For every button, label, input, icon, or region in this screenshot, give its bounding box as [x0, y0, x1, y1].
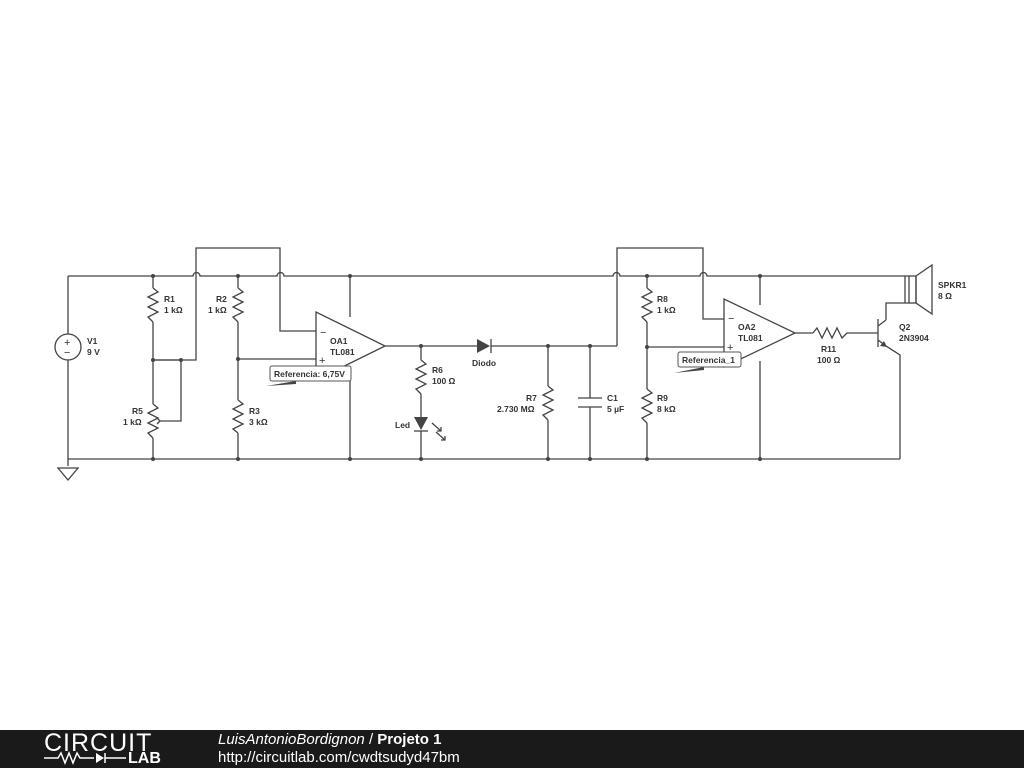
author-link[interactable]: LuisAntonioBordignon: [218, 731, 365, 748]
r1-value: 1 kΩ: [164, 305, 183, 315]
oa1-name: OA1: [330, 336, 348, 346]
resistor-r7[interactable]: R7 2.730 MΩ: [497, 385, 555, 421]
reference-tag-1-label: Referencia: 6,75V: [274, 369, 345, 379]
spkr1-value: 8 Ω: [938, 291, 952, 301]
svg-text:−: −: [64, 347, 70, 359]
resistor-r8[interactable]: R8 1 kΩ: [640, 287, 676, 323]
opamp-oa2[interactable]: − + OA2 TL081: [723, 297, 797, 369]
q2-name: Q2: [899, 322, 911, 332]
r8-name: R8: [657, 294, 668, 304]
r1-name: R1: [164, 294, 175, 304]
resistor-r1[interactable]: R1 1 kΩ: [146, 287, 183, 323]
diode-name: Diodo: [472, 358, 496, 368]
oa1-plus-sign: +: [319, 355, 325, 367]
led-name: Led: [395, 420, 410, 430]
oa2-value: TL081: [738, 333, 763, 343]
footer-bar: CIRCUIT LAB LuisAntonioBordignon / Proje…: [0, 730, 1024, 768]
logo-waveform-icon: [44, 751, 126, 765]
r2-value: 1 kΩ: [208, 305, 227, 315]
c1-value: 5 µF: [607, 404, 624, 414]
capacitor-c1[interactable]: C1 5 µF: [578, 393, 624, 414]
oa2-plus-sign: +: [727, 342, 733, 354]
r3-name: R3: [249, 406, 260, 416]
r2-name: R2: [216, 294, 227, 304]
speaker-spkr1[interactable]: SPKR1 8 Ω: [904, 263, 967, 316]
r11-value: 100 Ω: [817, 355, 841, 365]
r3-value: 3 kΩ: [249, 417, 268, 427]
c1-name: C1: [607, 393, 618, 403]
resistor-r9[interactable]: R9 8 kΩ: [640, 388, 676, 424]
project-credit: LuisAntonioBordignon / Projeto 1: [218, 731, 441, 749]
r6-name: R6: [432, 365, 443, 375]
circuitlab-logo[interactable]: CIRCUIT LAB: [40, 730, 180, 768]
r9-value: 8 kΩ: [657, 404, 676, 414]
q2-value: 2N3904: [899, 333, 929, 343]
opamp-oa1[interactable]: − + OA1 TL081: [315, 310, 387, 382]
logo-text-circuit: CIRCUIT: [44, 729, 153, 757]
credit-separator: /: [364, 731, 378, 748]
led[interactable]: Led: [395, 417, 446, 441]
resistor-r2[interactable]: R2 1 kΩ: [208, 287, 245, 323]
logo-text-lab: LAB: [128, 750, 161, 767]
project-title[interactable]: Projeto 1: [377, 731, 442, 748]
resistor-r6[interactable]: R6 100 Ω: [414, 359, 456, 395]
reference-tag-2-label: Referencia_1: [682, 355, 735, 365]
r5-value: 1 kΩ: [123, 417, 142, 427]
r11-name: R11: [821, 344, 836, 354]
r7-name: R7: [526, 393, 537, 403]
project-url[interactable]: http://circuitlab.com/cwdtsudyd47bm: [218, 749, 460, 766]
oa2-minus-sign: −: [728, 313, 734, 325]
r8-value: 1 kΩ: [657, 305, 676, 315]
voltage-source-v1[interactable]: + − V1 9 V: [54, 333, 100, 361]
r7-value: 2.730 MΩ: [497, 404, 535, 414]
svg-text:+: +: [64, 337, 70, 349]
r6-value: 100 Ω: [432, 376, 456, 386]
r5-name: R5: [132, 406, 143, 416]
resistor-r11[interactable]: R11 100 Ω: [812, 326, 848, 365]
diode[interactable]: Diodo: [472, 339, 496, 368]
junction-dots: [151, 274, 762, 461]
reference-tag-1[interactable]: Referencia: 6,75V: [266, 365, 352, 386]
circuit-schematic: + − V1 9 V R1 1 kΩ R5 1 kΩ R2 1 kΩ R3 3 …: [54, 247, 967, 482]
transistor-q2[interactable]: Q2 2N3904: [877, 319, 929, 347]
resistor-r3[interactable]: R3 3 kΩ: [231, 399, 268, 434]
v1-name: V1: [87, 336, 98, 346]
oa1-value: TL081: [330, 347, 355, 357]
reference-tag-2[interactable]: Referencia_1: [674, 351, 742, 373]
oa2-name: OA2: [738, 322, 756, 332]
potentiometer-r5[interactable]: R5 1 kΩ: [123, 403, 161, 439]
ground-symbol: [56, 467, 80, 482]
r9-name: R9: [657, 393, 668, 403]
spkr1-name: SPKR1: [938, 280, 967, 290]
oa1-minus-sign: −: [320, 327, 326, 339]
wires: [67, 247, 905, 466]
v1-value: 9 V: [87, 347, 100, 357]
